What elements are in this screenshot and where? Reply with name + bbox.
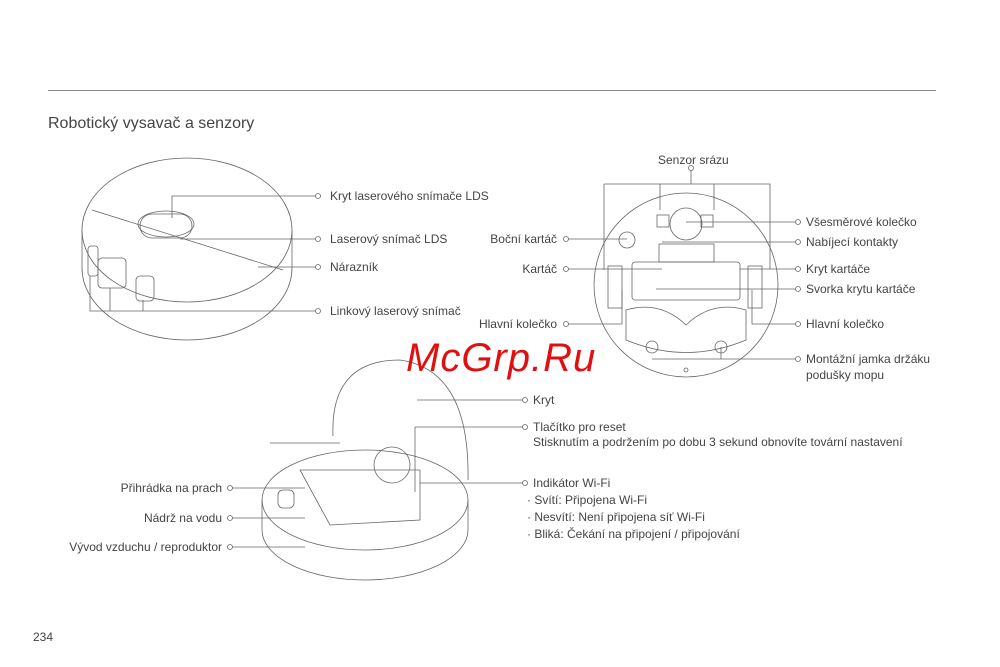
label-cliff-sensor: Senzor srázu [658,153,729,167]
label-mop-mount-1: Montážní jamka držáku [806,352,931,366]
label-reset-desc: Stisknutím a podržením po dobu 3 sekund … [533,435,903,449]
label-markers [227,165,801,550]
page-number: 234 [33,630,54,644]
label-line-laser: Linkový laserový snímač [330,304,461,318]
label-dustbin: Přihrádka na prach [120,481,222,495]
wifi-state-off: · Nesvítí: Není připojena síť Wi-Fi [527,510,705,524]
wifi-state-on: · Svítí: Připojena Wi-Fi [527,493,648,507]
label-lds-cover: Kryt laserového snímače LDS [330,189,489,203]
label-main-wheel-right: Hlavní kolečko [806,317,885,331]
label-main-wheel-left: Hlavní kolečko [478,317,557,331]
label-water-tank: Nádrž na vodu [143,511,222,525]
robot-top-view [81,157,318,341]
label-brush-cover: Kryt kartáče [806,262,871,276]
watermark: McGrp.Ru [406,336,597,380]
label-omni-wheel: Všesměrové kolečko [806,215,917,229]
label-brush-cover-clip: Svorka krytu kartáče [806,282,916,296]
top-rule [48,90,936,91]
page-title: Robotický vysavač a senzory [48,115,255,132]
robot-open-view [230,359,525,581]
label-wifi-indicator: Indikátor Wi-Fi [533,476,611,490]
label-reset-button: Tlačítko pro reset [533,420,626,434]
robot-bottom-view [566,168,798,378]
label-air-outlet: Vývod vzduchu / reproduktor [69,540,222,554]
label-bumper: Nárazník [330,260,379,274]
label-charging-contacts: Nabíjecí kontakty [806,235,899,249]
wifi-state-blink: · Bliká: Čekání na připojení / připojová… [527,527,740,541]
label-side-brush: Boční kartáč [490,232,557,246]
label-brush: Kartáč [522,262,557,276]
label-lid: Kryt [533,393,555,407]
label-mop-mount-2: podušky mopu [806,368,885,382]
label-lds-sensor: Laserový snímač LDS [330,232,448,246]
